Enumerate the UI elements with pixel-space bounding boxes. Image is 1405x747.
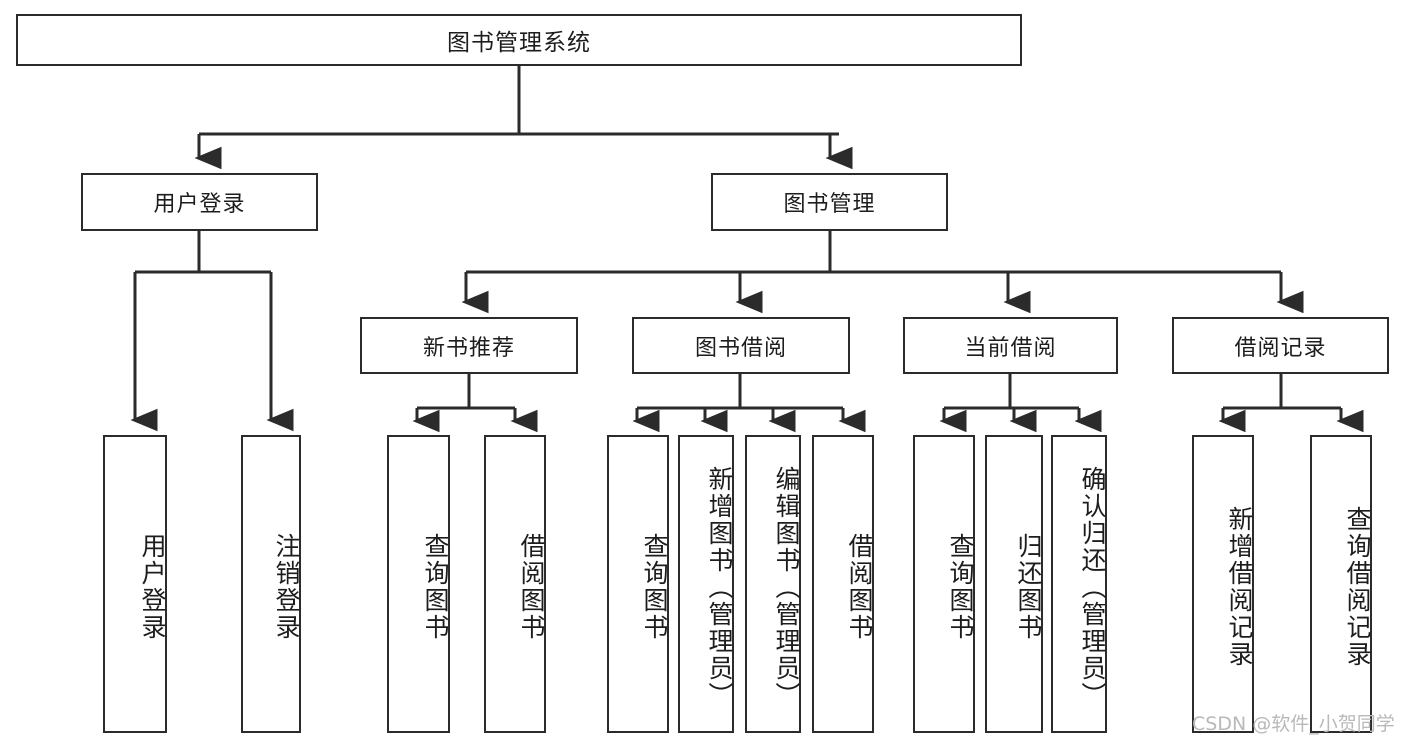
node-leaf-edit-book[interactable]: 编辑图书（管理员） xyxy=(745,435,801,733)
node-book-borrow[interactable]: 图书借阅 xyxy=(632,317,850,374)
node-root[interactable]: 图书管理系统 xyxy=(16,14,1022,66)
node-leaf-query-book-3-label: 查询图书 xyxy=(946,533,975,641)
node-borrow-record[interactable]: 借阅记录 xyxy=(1172,317,1389,374)
node-leaf-user-login-label: 用户登录 xyxy=(138,533,167,641)
node-leaf-query-book-3[interactable]: 查询图书 xyxy=(913,435,975,733)
node-leaf-add-record[interactable]: 新增借阅记录 xyxy=(1192,435,1254,733)
csdn-watermark: CSDN @软件_小贺同学 xyxy=(1192,713,1395,735)
node-user-login[interactable]: 用户登录 xyxy=(81,173,318,231)
node-leaf-query-book-2[interactable]: 查询图书 xyxy=(607,435,669,733)
node-root-label: 图书管理系统 xyxy=(447,30,591,56)
node-leaf-query-record[interactable]: 查询借阅记录 xyxy=(1310,435,1372,733)
node-book-manage-label: 图书管理 xyxy=(783,192,876,217)
node-leaf-user-login[interactable]: 用户登录 xyxy=(103,435,167,733)
node-book-manage[interactable]: 图书管理 xyxy=(711,173,948,231)
node-user-login-label: 用户登录 xyxy=(153,192,246,217)
node-leaf-return-book-label: 归还图书 xyxy=(1014,533,1043,641)
node-leaf-add-book[interactable]: 新增图书（管理员） xyxy=(678,435,734,733)
node-book-borrow-label: 图书借阅 xyxy=(694,335,787,361)
node-current-borrow-label: 当前借阅 xyxy=(964,335,1057,361)
node-leaf-logout-label: 注销登录 xyxy=(272,533,301,641)
node-leaf-borrow-book-2-label: 借阅图书 xyxy=(845,533,874,641)
node-leaf-add-book-label: 新增图书（管理员） xyxy=(705,465,734,709)
node-new-book-recommend-label: 新书推荐 xyxy=(422,335,515,361)
node-leaf-borrow-book-2[interactable]: 借阅图书 xyxy=(812,435,874,733)
node-new-book-recommend[interactable]: 新书推荐 xyxy=(360,317,578,374)
node-borrow-record-label: 借阅记录 xyxy=(1234,335,1327,361)
node-leaf-borrow-book-1[interactable]: 借阅图书 xyxy=(484,435,546,733)
node-leaf-add-record-label: 新增借阅记录 xyxy=(1225,506,1254,668)
node-leaf-query-book-2-label: 查询图书 xyxy=(640,533,669,641)
node-leaf-edit-book-label: 编辑图书（管理员） xyxy=(772,465,801,709)
node-leaf-query-book-1-label: 查询图书 xyxy=(421,533,450,641)
node-leaf-query-record-label: 查询借阅记录 xyxy=(1343,506,1372,668)
node-leaf-logout[interactable]: 注销登录 xyxy=(241,435,301,733)
node-leaf-return-book[interactable]: 归还图书 xyxy=(985,435,1043,733)
node-leaf-query-book-1[interactable]: 查询图书 xyxy=(387,435,450,733)
node-leaf-confirm-return-label: 确认归还（管理员） xyxy=(1078,465,1107,709)
node-leaf-confirm-return[interactable]: 确认归还（管理员） xyxy=(1051,435,1107,733)
node-leaf-borrow-book-1-label: 借阅图书 xyxy=(517,533,546,641)
node-current-borrow[interactable]: 当前借阅 xyxy=(903,317,1118,374)
